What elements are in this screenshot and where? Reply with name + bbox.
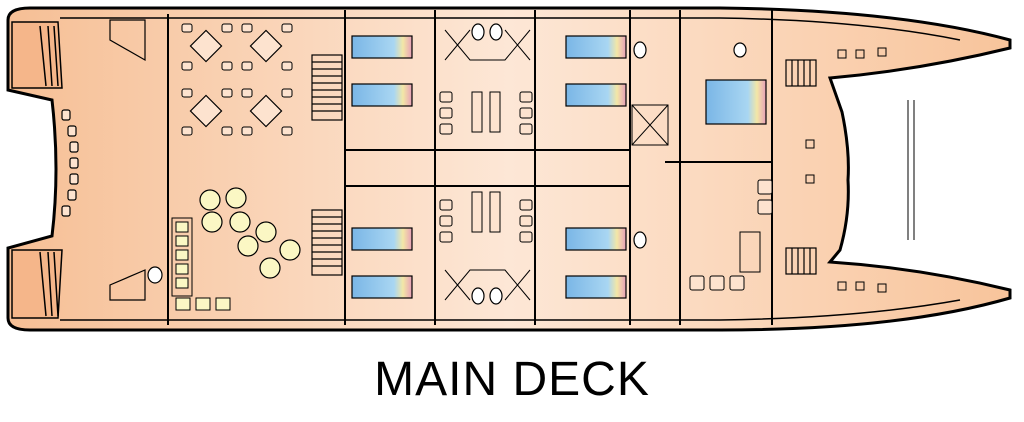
table-icon <box>189 29 283 128</box>
stern-steps-top <box>11 21 63 89</box>
cabin-chairs <box>439 91 773 291</box>
bar-seats <box>171 217 231 311</box>
inner-hull-line <box>60 17 961 321</box>
toilet-icon <box>147 23 747 305</box>
bulkheads <box>167 10 773 325</box>
stern-steps-bottom <box>11 249 63 319</box>
aft-deck-seats <box>61 109 79 217</box>
deck-title: MAIN DECK <box>374 353 650 406</box>
stair-icon <box>109 19 817 301</box>
deck-plan <box>6 6 1012 332</box>
bow-hatches <box>805 47 915 293</box>
bed-icon <box>351 35 767 299</box>
chair-icon <box>181 23 293 136</box>
lounge-seats <box>199 187 301 279</box>
corridor-doors <box>471 91 501 233</box>
sink-icon <box>444 29 669 301</box>
